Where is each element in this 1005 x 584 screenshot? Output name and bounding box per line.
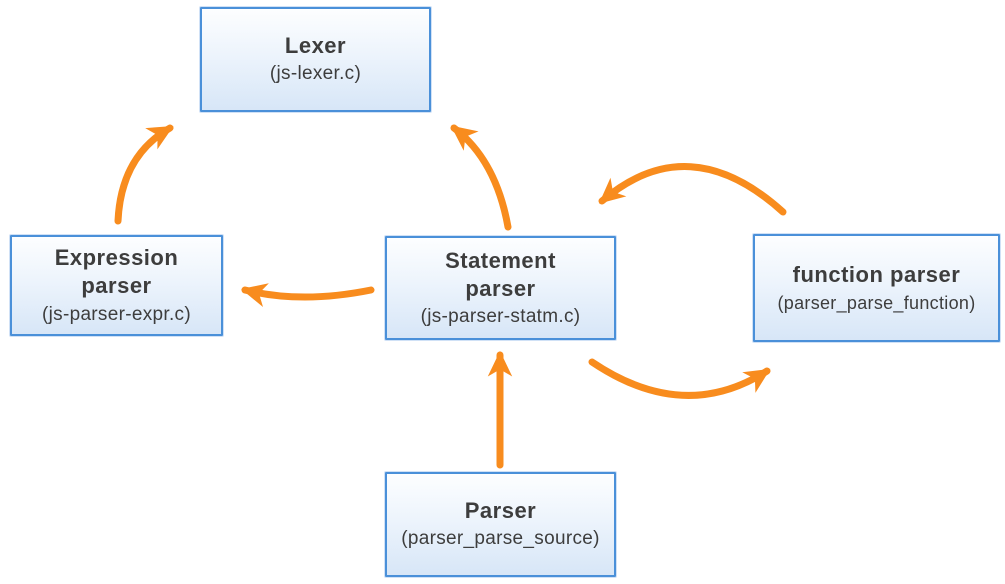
edge-function-parser-to-statement-parser-arrow xyxy=(598,163,787,216)
node-expression-parser: Expression parser (js-parser-expr.c) xyxy=(10,235,223,336)
edge-expression-parser-to-lexer-arrow xyxy=(114,124,174,225)
edge-statement-parser-to-function-parser-arrow xyxy=(588,358,771,399)
node-function-parser-subtitle: (parser_parse_function) xyxy=(777,292,976,313)
node-function-parser-title: function parser xyxy=(792,262,961,288)
node-statement-parser: Statement parser (js-parser-statm.c) xyxy=(385,236,616,340)
edge-statement-parser-to-expression-parser-arrow xyxy=(241,283,375,308)
node-parser: Parser (parser_parse_source) xyxy=(385,472,616,577)
node-statement-parser-subtitle: (js-parser-statm.c) xyxy=(420,306,581,327)
node-parser-subtitle: (parser_parse_source) xyxy=(401,528,600,550)
node-lexer-subtitle: (js-lexer.c) xyxy=(269,63,362,85)
node-parser-title: Parser xyxy=(464,498,537,524)
node-expression-parser-title: Expression parser xyxy=(54,245,179,299)
edge-statement-parser-to-lexer-arrow xyxy=(450,124,512,231)
node-function-parser: function parser (parser_parse_function) xyxy=(753,234,1000,342)
node-lexer: Lexer (js-lexer.c) xyxy=(200,7,431,112)
node-lexer-title: Lexer xyxy=(284,33,347,59)
node-expression-parser-subtitle: (js-parser-expr.c) xyxy=(42,303,191,325)
node-statement-parser-title: Statement parser xyxy=(445,247,556,301)
